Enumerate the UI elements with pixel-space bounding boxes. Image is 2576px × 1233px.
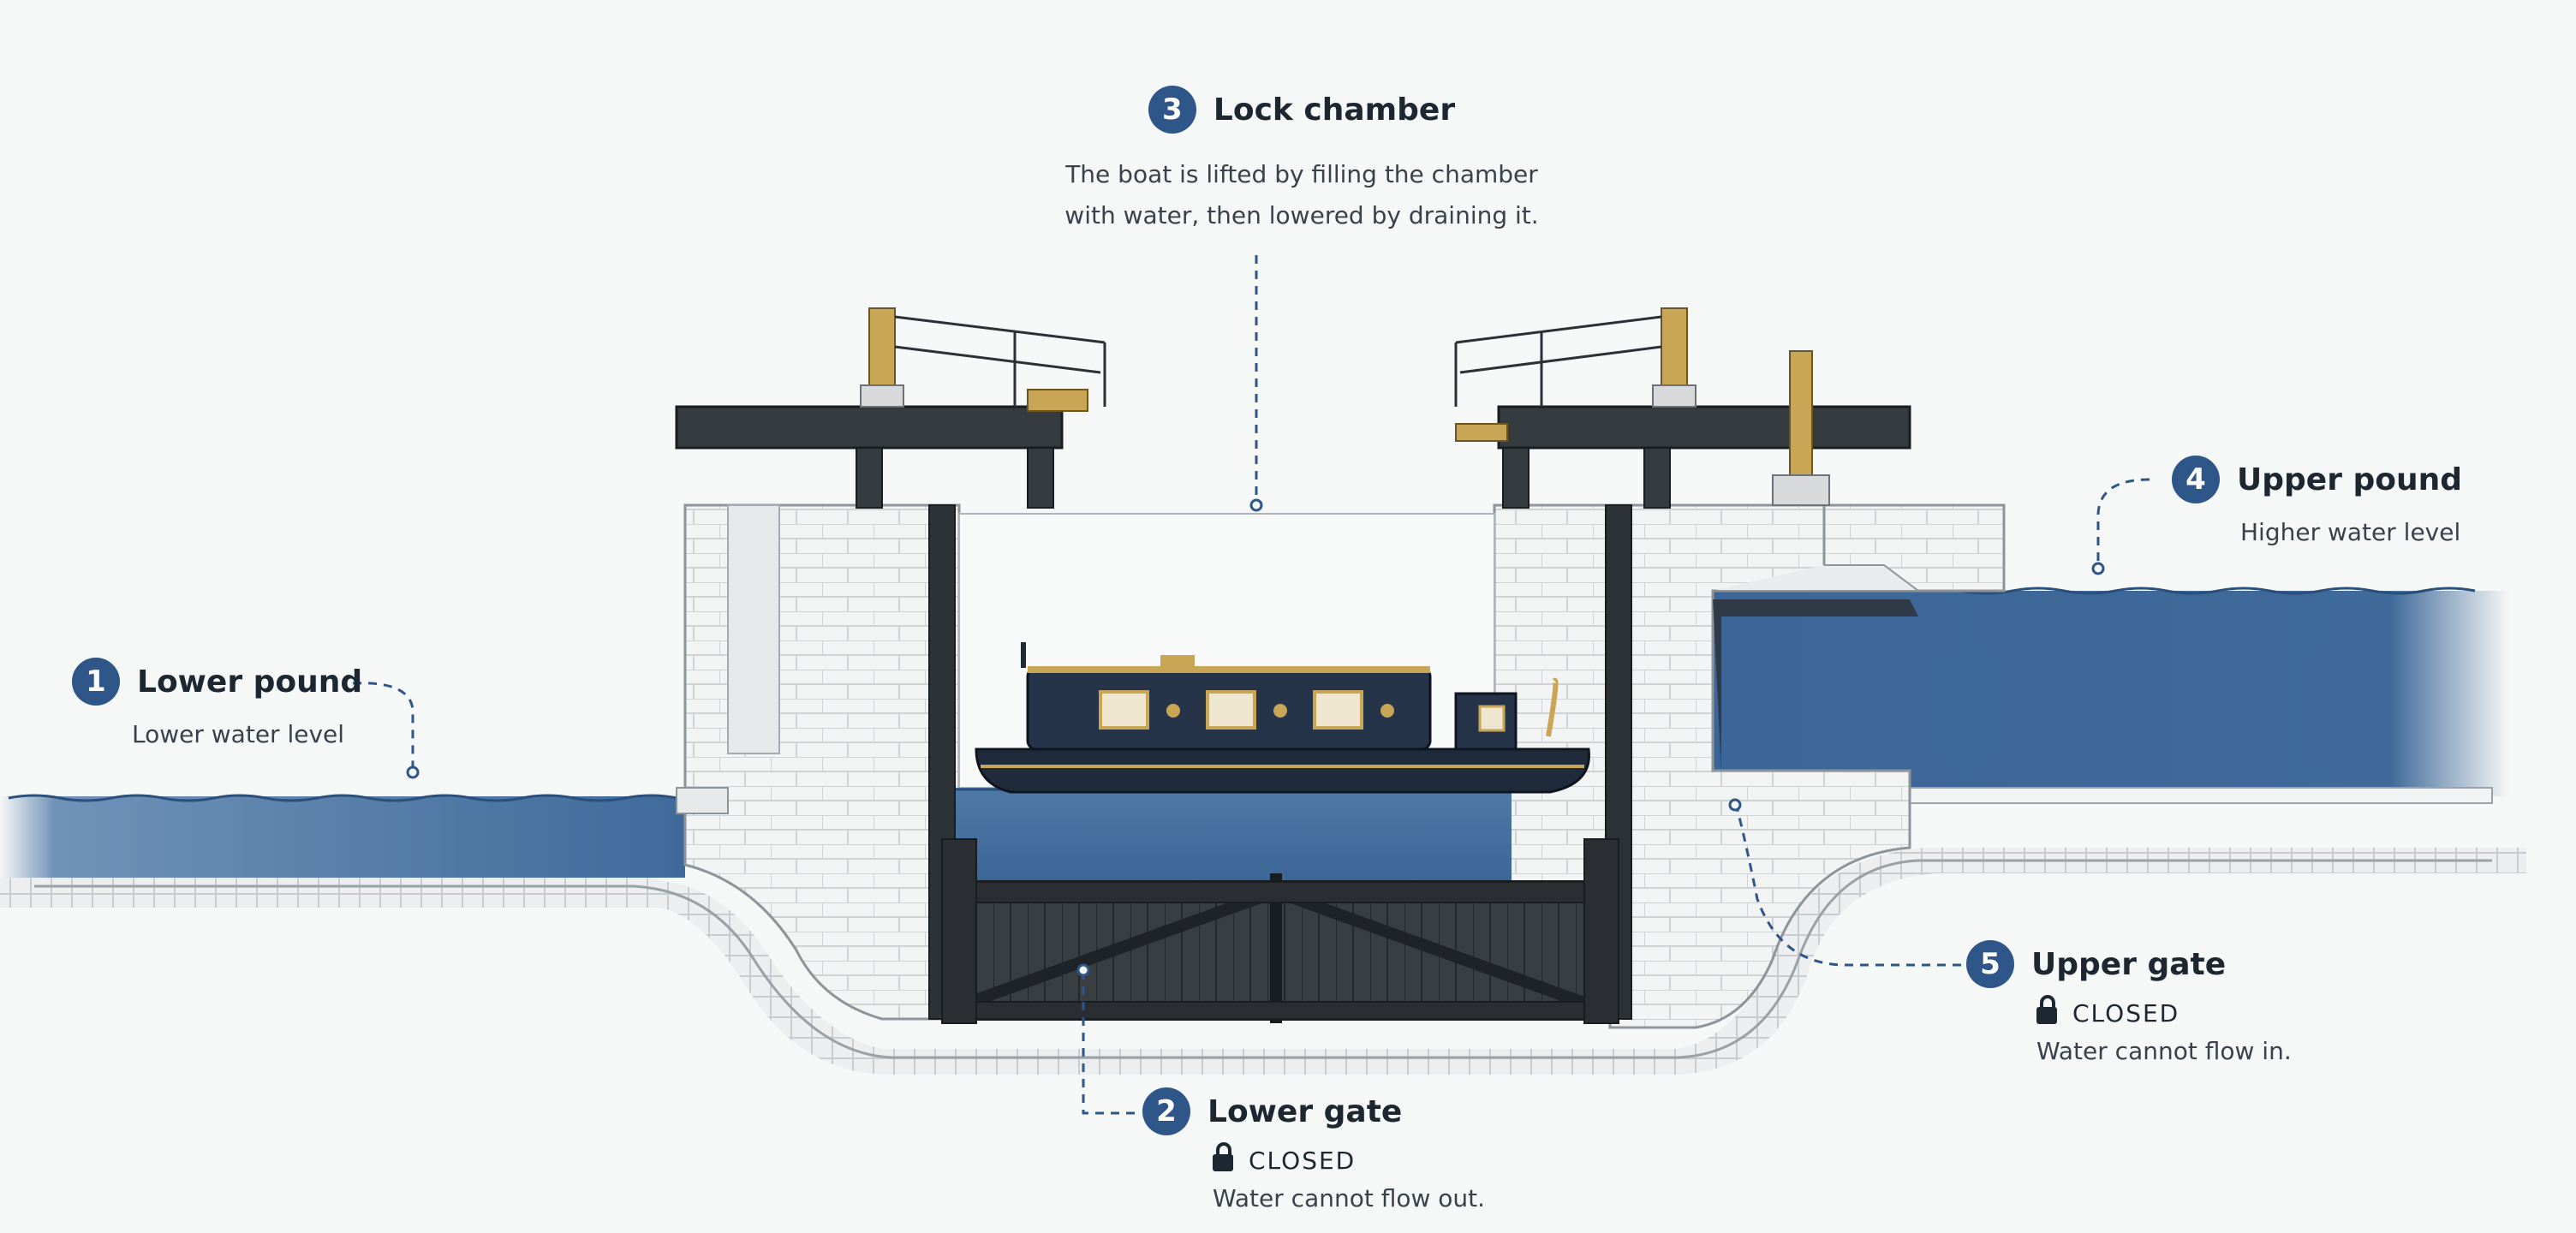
desc-upper-pound: Higher water level xyxy=(2240,518,2461,546)
leader-line-upper-pound xyxy=(2096,478,2150,563)
desc-lower-gate: Water cannot flow out. xyxy=(1213,1184,1486,1212)
badge-upper-pound: 4 xyxy=(2172,456,2220,503)
label-upper-gate: 5 Upper gate CLOSED Water cannot flow in… xyxy=(1966,940,2292,1072)
label-lower-gate: 2 Lower gate CLOSED Water cannot flow ou… xyxy=(1142,1087,1485,1219)
leader-line-lower-pound xyxy=(352,682,414,766)
status-text-upper-gate: CLOSED xyxy=(2072,998,2180,1028)
leader-dot-lower-pound xyxy=(406,765,420,779)
left-balance-beam xyxy=(675,307,1106,509)
status-upper-gate: CLOSED xyxy=(2036,995,2292,1028)
lower-pound-water xyxy=(0,796,685,878)
desc-lock-chamber-line1: The boat is lifted by filling the chambe… xyxy=(1065,160,1538,188)
leader-dot-upper-pound xyxy=(2091,562,2105,575)
lock-icon xyxy=(2036,995,2057,1028)
badge-lock-chamber: 3 xyxy=(1148,86,1196,134)
narrowboat xyxy=(975,642,1590,794)
title-lower-gate: Lower gate xyxy=(1208,1093,1403,1129)
title-upper-pound: Upper pound xyxy=(2237,462,2463,497)
desc-lower-pound: Lower water level xyxy=(132,720,345,748)
ground-embankment xyxy=(0,848,2526,1075)
leader-dot-lock-chamber xyxy=(1249,498,1263,512)
badge-lower-pound: 1 xyxy=(72,658,120,706)
leader-dot-upper-gate xyxy=(1728,798,1742,812)
lower-gate-structure xyxy=(941,838,1619,1024)
badge-lower-gate: 2 xyxy=(1142,1087,1190,1135)
lock-chamber-water xyxy=(942,788,1512,890)
title-upper-gate: Upper gate xyxy=(2031,946,2227,982)
leader-line-lower-gate xyxy=(1082,972,1135,1115)
title-lower-pound: Lower pound xyxy=(137,664,363,700)
right-balance-beam xyxy=(1454,307,1911,509)
label-upper-pound: 4 Upper pound Higher water level xyxy=(2172,456,2462,553)
desc-upper-gate: Water cannot flow in. xyxy=(2036,1037,2292,1065)
status-text-lower-gate: CLOSED xyxy=(1249,1146,1357,1175)
label-lower-pound: 1 Lower pound Lower water level xyxy=(72,658,362,755)
badge-upper-gate: 5 xyxy=(1966,940,2014,988)
title-lock-chamber: Lock chamber xyxy=(1213,92,1456,128)
leader-dot-lower-gate xyxy=(1076,963,1090,977)
upper-pound-water xyxy=(1713,591,2509,796)
label-lock-chamber: 3 Lock chamber The boat is lifted by fil… xyxy=(959,86,1644,236)
leader-line-upper-gate xyxy=(1735,806,1961,967)
desc-lock-chamber-line2: with water, then lowered by draining it. xyxy=(1064,201,1539,229)
lock-icon xyxy=(1213,1142,1233,1175)
status-lower-gate: CLOSED xyxy=(1213,1142,1485,1175)
